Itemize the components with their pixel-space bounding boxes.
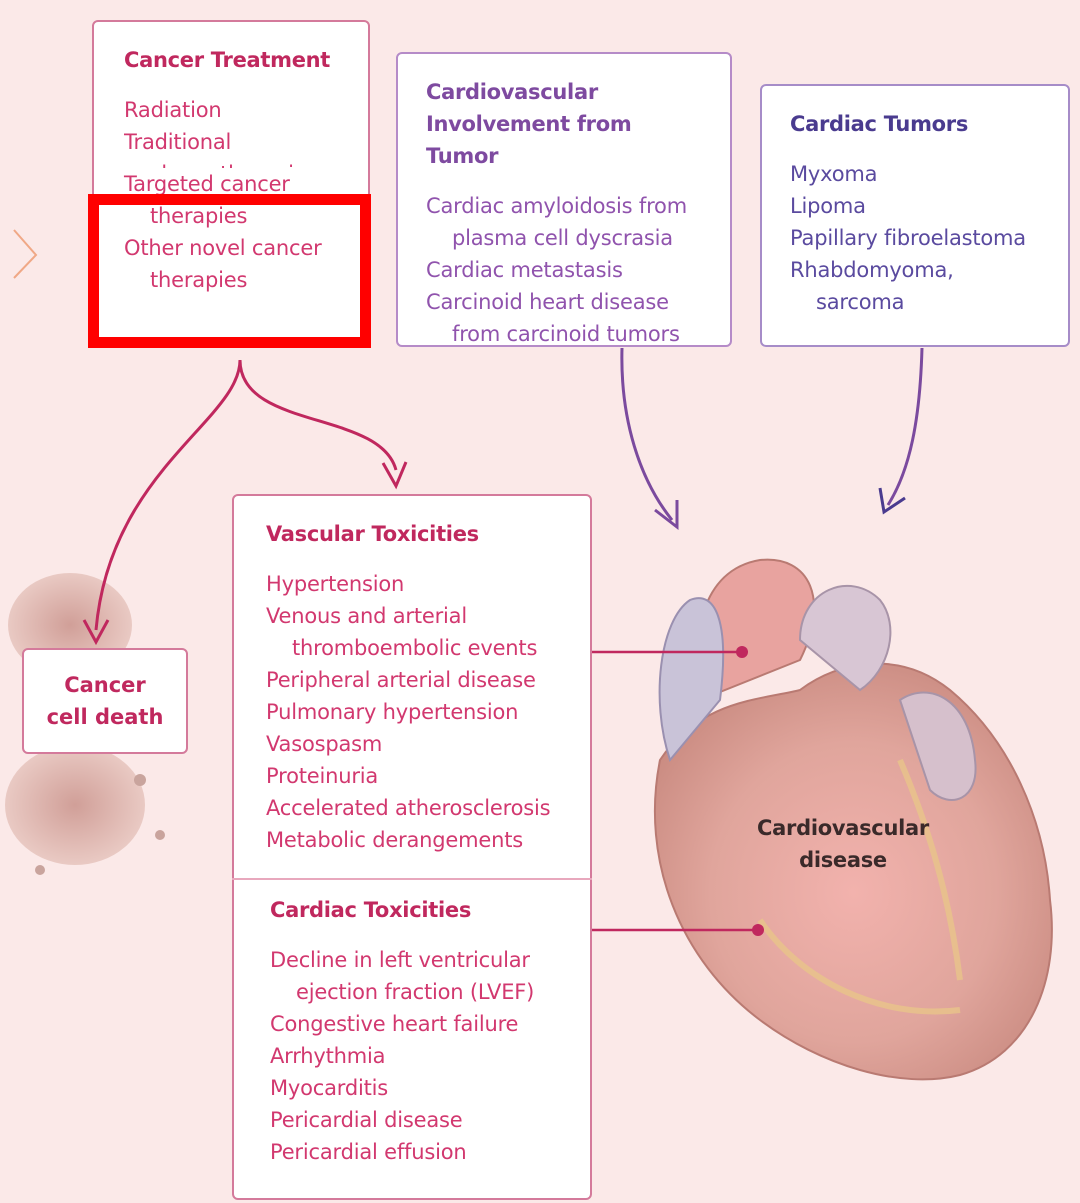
heart-label: Cardiovascular disease — [738, 812, 948, 876]
list-item: Congestive heart failure — [270, 1008, 570, 1040]
list-item: Lipoma — [790, 190, 1044, 222]
partial-arrow-icon — [14, 230, 36, 278]
cardiac-toxicities-title: Cardiac Toxicities — [270, 894, 570, 926]
list-item: Papillary fibroelastoma — [790, 222, 1044, 254]
list-item: Cardiac metastasis — [426, 254, 706, 286]
arrow-cv-involvement-to-heart — [622, 348, 672, 520]
list-item: Myocarditis — [270, 1072, 570, 1104]
cv-involvement-title-1: Cardiovascular — [426, 76, 706, 108]
cardiac-toxicities-section: Cardiac Toxicities Decline in left ventr… — [234, 894, 590, 1168]
arrow-tumors-to-heart — [888, 348, 922, 505]
list-item: Carcinoid heart disease from carcinoid t… — [426, 286, 706, 350]
list-item: Decline in left ventricular ejection fra… — [270, 944, 570, 1008]
cancer-cell-death-line1: Cancer — [64, 669, 146, 701]
cv-involvement-title-2: Involvement from Tumor — [426, 108, 706, 172]
heart-label-line2: disease — [738, 844, 948, 876]
vascular-toxicities-title: Vascular Toxicities — [266, 518, 570, 550]
cv-involvement-box: Cardiovascular Involvement from Tumor Ca… — [396, 52, 732, 347]
list-item: Myxoma — [790, 158, 1044, 190]
heart-label-line1: Cardiovascular — [738, 812, 948, 844]
toxicities-box: Vascular Toxicities Hypertension Venous … — [232, 494, 592, 1200]
list-item: Accelerated atherosclerosis — [266, 792, 570, 824]
cancer-cell-death-line2: cell death — [47, 701, 164, 733]
list-item: Cardiac amyloidosis from plasma cell dys… — [426, 190, 706, 254]
list-item: Vasospasm — [266, 728, 570, 760]
cancer-treatment-title: Cancer Treatment — [124, 44, 344, 76]
list-item: Rhabdomyoma, sarcoma — [790, 254, 1044, 318]
list-item: Traditional chemotherapies — [124, 126, 344, 168]
section-divider — [232, 878, 592, 880]
vascular-toxicities-section: Vascular Toxicities Hypertension Venous … — [234, 496, 590, 856]
list-item: Venous and arterial thromboembolic event… — [266, 600, 570, 664]
highlight-box — [88, 194, 371, 348]
list-item: Peripheral arterial disease — [266, 664, 570, 696]
list-item: Pulmonary hypertension — [266, 696, 570, 728]
list-item: Pericardial effusion — [270, 1136, 570, 1168]
arrow-to-cell-death — [96, 360, 240, 630]
cardiac-tumors-box: Cardiac Tumors Myxoma Lipoma Papillary f… — [760, 84, 1070, 347]
list-item: Hypertension — [266, 568, 570, 600]
cancer-cell-death-box: Cancer cell death — [22, 648, 188, 754]
list-item: Pericardial disease — [270, 1104, 570, 1136]
list-item: Radiation — [124, 94, 344, 126]
list-item: Metabolic derangements — [266, 824, 570, 856]
list-item: Arrhythmia — [270, 1040, 570, 1072]
arrow-to-vascular — [240, 360, 396, 470]
list-item: Proteinuria — [266, 760, 570, 792]
cardiac-tumors-title: Cardiac Tumors — [790, 108, 1044, 140]
